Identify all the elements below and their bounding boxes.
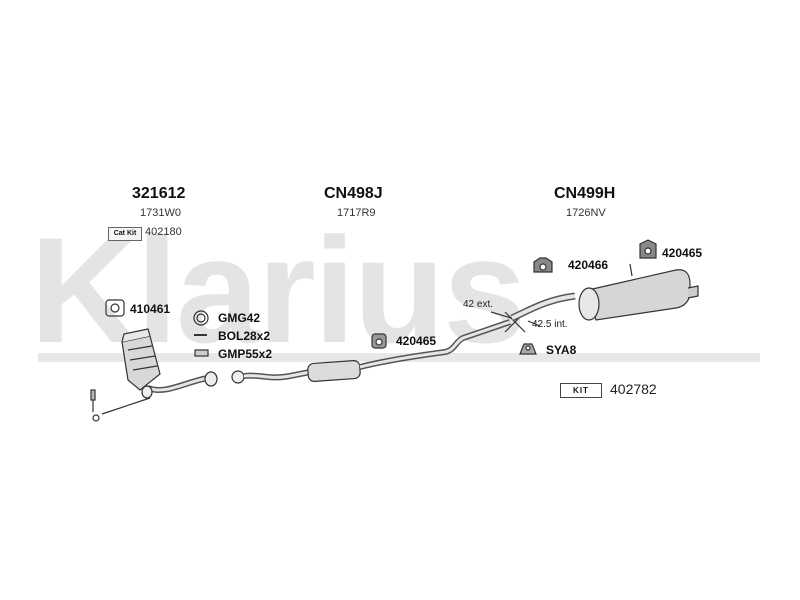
part-420465-right: 420465 — [662, 246, 703, 260]
part-410461: 410461 — [130, 302, 171, 316]
hanger-420465-mid-icon — [371, 333, 387, 349]
kit-number: 402782 — [610, 381, 657, 397]
part-gmp55x2: GMP55x2 — [218, 347, 273, 361]
pipe-int-note: 42.5 int. — [532, 319, 568, 330]
tailpipe-hanger-icon — [629, 263, 633, 277]
cat-kit-number: 402180 — [145, 226, 182, 238]
front-pipe-icon — [141, 371, 218, 399]
middle-pipe-icon — [231, 319, 511, 384]
spring-gmp55-icon — [194, 349, 209, 357]
section-ref-1: 1731W0 — [140, 207, 181, 219]
cat-kit-badge: Cat Kit — [108, 227, 142, 241]
hanger-420465-right-icon — [639, 239, 657, 259]
hanger-sya8-icon — [519, 343, 537, 355]
part-sya8: SYA8 — [546, 343, 577, 357]
ring-gmg42-icon — [193, 310, 209, 326]
section-code-2: CN498J — [324, 185, 383, 202]
hanger-420466-icon — [533, 257, 553, 273]
section-code-1: 321612 — [132, 185, 186, 202]
part-gmg42: GMG42 — [218, 311, 261, 325]
pipe-ext-note: 42 ext. — [463, 299, 494, 310]
rear-silencer-icon — [510, 269, 699, 322]
gasket-410461-icon — [105, 299, 125, 317]
section-ref-2: 1717R9 — [337, 207, 376, 219]
part-420465-mid: 420465 — [396, 334, 437, 348]
section-code-3: CN499H — [554, 185, 616, 202]
section-ref-3: 1726NV — [566, 207, 606, 219]
kit-badge: KIT — [560, 383, 602, 398]
catalytic-converter-icon — [121, 328, 161, 391]
part-bol28x2: BOL28x2 — [218, 329, 271, 343]
part-420466: 420466 — [568, 258, 609, 272]
lambda-sensor-icon — [90, 389, 151, 422]
